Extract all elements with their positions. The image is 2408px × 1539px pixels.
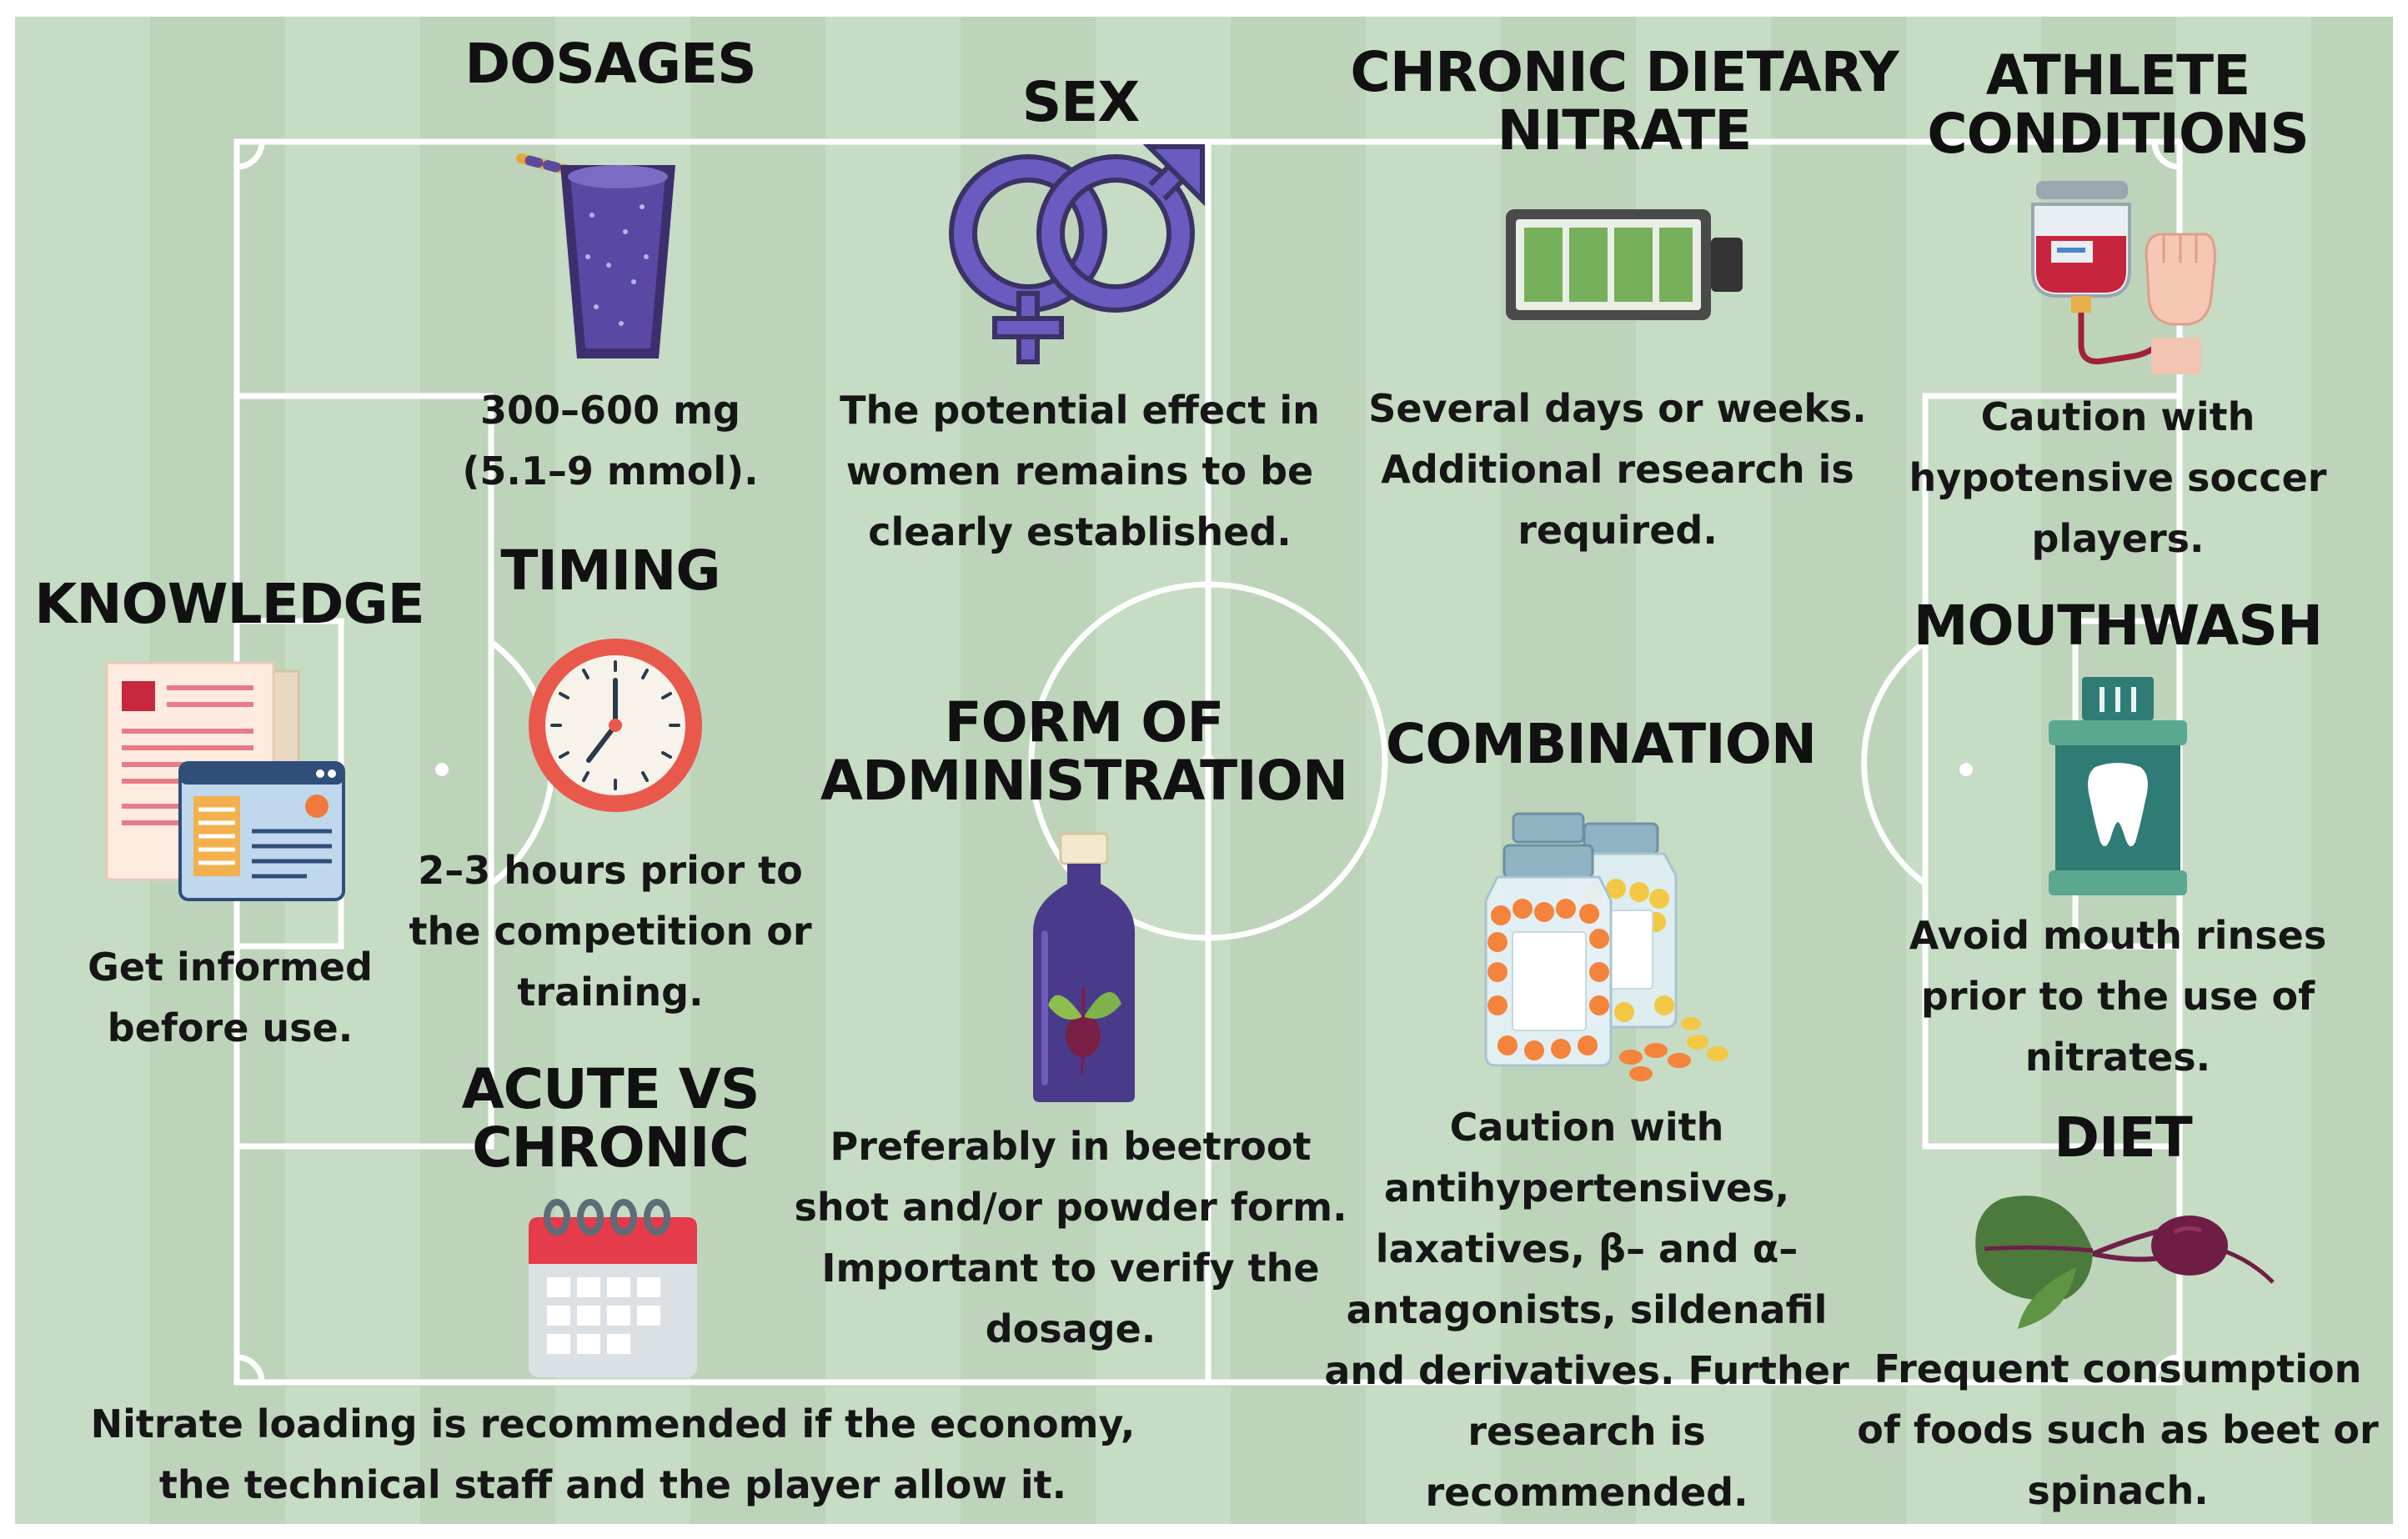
timing-description: 2–3 hours prior to the competition or tr… xyxy=(409,848,812,1015)
form-of-administration-title: FORM OF ADMINISTRATION xyxy=(820,690,1348,813)
chronic-dietary-nitrate-description: Several days or weeks. Additional resear… xyxy=(1368,386,1867,553)
knowledge-title: KNOWLEDGE xyxy=(34,572,424,636)
combination-description: Caution with antihypertensives, laxative… xyxy=(1324,1105,1849,1515)
dosages-title: DOSAGES xyxy=(464,32,756,96)
sex-title: SEX xyxy=(1021,70,1141,134)
diet-title: DIET xyxy=(2054,1105,2192,1170)
mouthwash-title: MOUTHWASH xyxy=(1913,594,2323,658)
clock-icon xyxy=(529,639,702,812)
gender-symbols-icon xyxy=(949,144,1205,364)
athlete-conditions-title: ATHLETE CONDITIONS xyxy=(1927,43,2310,166)
iv-drip-arm-icon xyxy=(2031,181,2216,374)
beetroot-icon xyxy=(1975,1196,2275,1329)
purple-drink-glass-icon xyxy=(516,153,675,358)
soccer-field-background xyxy=(15,17,2393,1524)
beetroot-bottle-icon xyxy=(1033,832,1135,1102)
pill-bottles-icon xyxy=(1484,812,1728,1081)
combination-title: COMBINATION xyxy=(1385,712,1817,776)
dosages-description: 300–600 mg (5.1–9 mmol). xyxy=(462,388,759,494)
timing-title: TIMING xyxy=(500,539,720,603)
chronic-dietary-nitrate-title: CHRONIC DIETARY NITRATE xyxy=(1350,40,1899,163)
knowledge-description: Get informed before use. xyxy=(88,945,373,1050)
acute-vs-chronic-description: Nitrate loading is recommended if the ec… xyxy=(90,1401,1136,1507)
documents-browser-icon xyxy=(105,661,345,901)
mouthwash-bottle-icon xyxy=(2049,677,2187,895)
athlete-conditions-description: Caution with hypotensive soccer players. xyxy=(1909,394,2327,561)
diet-description: Frequent consumption of foods such as be… xyxy=(1857,1346,2379,1513)
acute-vs-chronic-title: ACUTE VS CHRONIC xyxy=(461,1057,760,1180)
sex-description: The potential effect in women remains to… xyxy=(840,388,1320,554)
calendar-icon xyxy=(529,1199,697,1377)
full-battery-icon xyxy=(1506,209,1743,320)
mouthwash-description: Avoid mouth rinses prior to the use of n… xyxy=(1909,913,2327,1080)
form-of-administration-description: Preferably in beetroot shot and/or powde… xyxy=(794,1124,1347,1351)
